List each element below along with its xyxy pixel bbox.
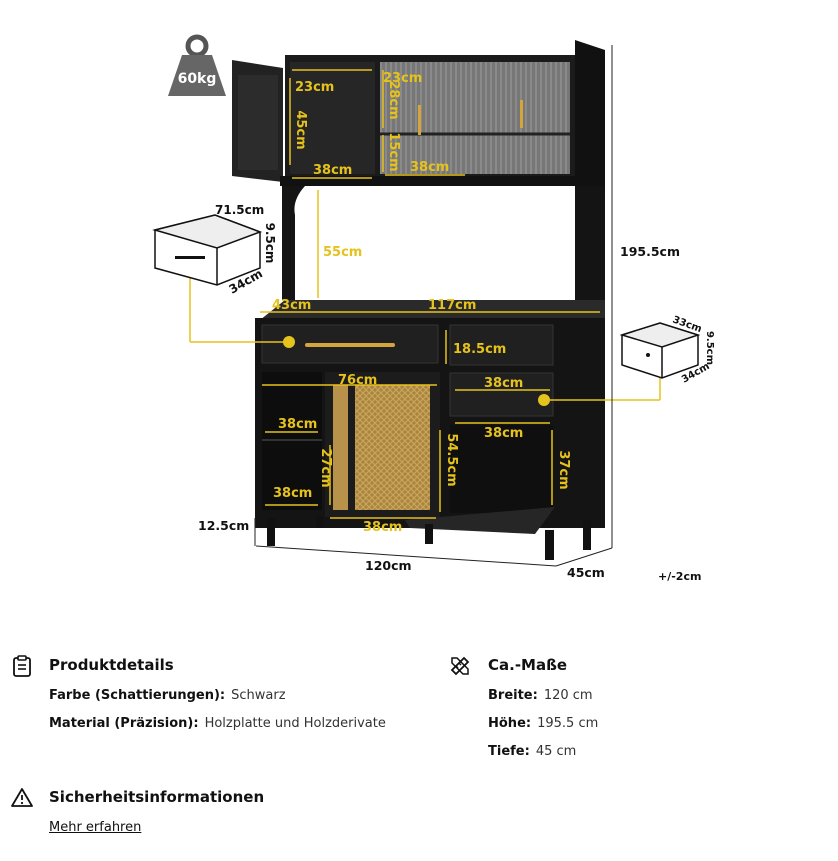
product-dimension-image: 60kg — [152, 34, 715, 583]
hutch-top — [232, 40, 605, 186]
color-label: Farbe (Schattierungen): — [49, 688, 226, 703]
dim-counter-depth: 43cm — [272, 298, 311, 313]
dim-top-depth-left: 23cm — [295, 80, 334, 95]
dim-door-height: 54.5cm — [444, 433, 459, 486]
dim-total-height: 195.5cm — [620, 244, 680, 259]
color-row: Farbe (Schattierungen): Schwarz — [49, 688, 286, 703]
depth-label: Tiefe: — [488, 744, 530, 759]
dim-door-bottom-width: 38cm — [363, 520, 402, 535]
clipboard-icon — [12, 655, 32, 681]
weight-icon: 60kg — [168, 34, 226, 96]
dimensions-title: Ca.-Maße — [488, 656, 568, 674]
height-label: Höhe: — [488, 716, 532, 731]
weight-label: 60kg — [178, 71, 217, 87]
hutch-sides — [260, 186, 605, 320]
big-drawer-detail: 71.5cm 9.5cm 34cm — [152, 203, 277, 297]
dim-drawer-width-right: 38cm — [484, 376, 523, 391]
dim-right-comp-width: 38cm — [484, 426, 523, 441]
learn-more-link[interactable]: Mehr erfahren — [49, 820, 142, 835]
dim-top-depth-right: 23cm — [383, 71, 422, 86]
depth-row: Tiefe: 45 cm — [488, 744, 576, 759]
dim-shelf-left-width: 38cm — [278, 417, 317, 432]
dim-cabinet-width: 76cm — [338, 373, 377, 388]
dim-top-width-left: 38cm — [313, 163, 352, 178]
dim-top-height-left: 45cm — [293, 110, 308, 149]
dim-total-width: 120cm — [365, 558, 412, 573]
ruler-pencil-icon — [449, 655, 471, 681]
safety-title: Sicherheitsinformationen — [49, 788, 265, 806]
dim-top-height-mid2: 15cm — [386, 132, 401, 171]
dim-left-inner-height: 27cm — [318, 448, 333, 487]
dim-leg-height: 12.5cm — [198, 518, 249, 533]
dim-bottom-left-width: 38cm — [273, 486, 312, 501]
dim-counter-width: 117cm — [428, 298, 476, 313]
product-details-title: Produktdetails — [49, 656, 174, 674]
outer-dimension-lines — [254, 45, 613, 567]
height-row: Höhe: 195.5 cm — [488, 716, 598, 731]
big-drawer-width: 71.5cm — [215, 203, 264, 217]
dim-right-inner-height: 37cm — [556, 450, 571, 489]
small-drawer-detail: 33cm 9.5cm 34cm — [619, 314, 715, 386]
width-label: Breite: — [488, 688, 538, 703]
color-value: Schwarz — [231, 688, 286, 703]
height-value: 195.5 cm — [537, 716, 599, 731]
width-value: 120 cm — [543, 688, 593, 703]
material-label: Material (Präzision): — [49, 716, 199, 731]
big-drawer-height: 9.5cm — [263, 223, 277, 264]
small-drawer-height: 9.5cm — [704, 331, 715, 365]
dim-top-height-mid: 28cm — [386, 80, 401, 119]
material-row: Material (Präzision): Holzplatte und Holz… — [49, 716, 386, 731]
dim-tolerance: +/-2cm — [658, 570, 701, 583]
warning-icon — [11, 787, 33, 811]
dim-total-depth: 45cm — [567, 565, 605, 580]
dimension-labels: 23cm 23cm 45cm 28cm 15cm 38cm 38cm 55cm … — [272, 71, 571, 535]
material-value: Holzplatte und Holzderivate — [204, 716, 386, 731]
width-row: Breite: 120 cm — [488, 688, 593, 703]
outer-dimension-labels: 12.5cm 120cm 45cm 195.5cm +/-2cm — [198, 244, 701, 583]
dim-hutch-gap: 55cm — [323, 245, 362, 260]
dimension-lines — [189, 69, 661, 519]
depth-value: 45 cm — [535, 744, 577, 759]
dim-top-width-right: 38cm — [410, 160, 449, 175]
dim-drawer-height-right: 18.5cm — [453, 342, 506, 357]
